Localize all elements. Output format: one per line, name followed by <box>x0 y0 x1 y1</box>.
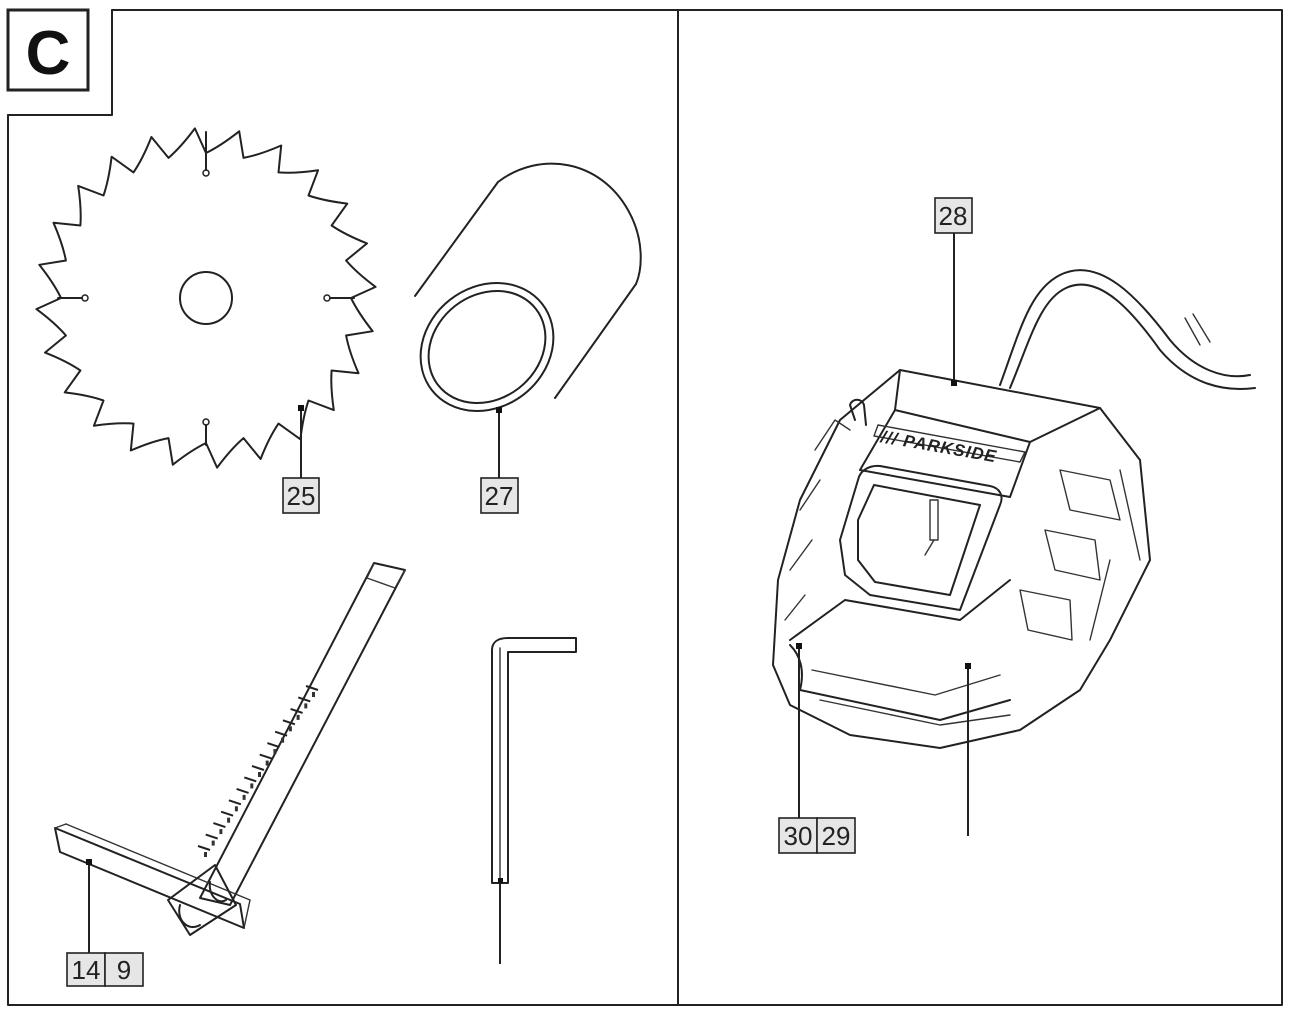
scale-mark <box>211 840 215 846</box>
scale-mark <box>304 703 308 709</box>
scale-tick <box>243 776 257 783</box>
scale-tick <box>259 753 273 760</box>
label-adapter-sleeve: 27 <box>480 477 519 514</box>
scale-tick <box>228 799 242 806</box>
svg-text:30: 30 <box>784 821 813 851</box>
label-parallel-guide-a: 14 <box>66 952 106 987</box>
scale-mark <box>242 794 246 800</box>
frame <box>7 9 1283 1006</box>
svg-text:28: 28 <box>939 201 968 231</box>
label-saw-blade: 25 <box>282 477 320 514</box>
adapter-sleeve-drawing <box>414 162 642 412</box>
saw-blade-drawing <box>35 127 377 469</box>
section-label: C <box>26 19 71 88</box>
scale-mark <box>281 737 285 743</box>
charger-drawing: /// PARKSIDE <box>772 269 1256 749</box>
scale-mark <box>204 852 207 857</box>
scale-tick <box>282 719 296 726</box>
label-charger-left-indicator: 30 <box>778 817 818 854</box>
scale-mark <box>219 829 223 835</box>
scale-mark <box>312 692 315 697</box>
scale-tick <box>274 730 288 737</box>
scale-mark <box>296 714 300 720</box>
scale-tick <box>213 822 226 829</box>
scale-tick <box>290 707 303 714</box>
svg-text:29: 29 <box>822 821 851 851</box>
svg-text:25: 25 <box>287 481 316 511</box>
allen-key-drawing <box>491 637 577 884</box>
scale-mark <box>227 817 231 823</box>
label-charger-right-indicator: 29 <box>816 817 856 854</box>
scale-tick <box>197 845 211 851</box>
scale-mark <box>234 806 238 812</box>
section-badge: C <box>6 8 90 92</box>
scale-mark <box>273 749 277 755</box>
label-parallel-guide-b: 9 <box>104 952 144 987</box>
scale-mark <box>258 772 261 777</box>
scale-mark <box>250 783 254 789</box>
scale-tick <box>205 833 219 840</box>
svg-text:27: 27 <box>485 481 514 511</box>
label-charger: 28 <box>934 197 973 234</box>
svg-text:14: 14 <box>72 955 101 985</box>
scale-tick <box>297 696 311 703</box>
scale-tick <box>305 685 319 691</box>
charger-brand: /// PARKSIDE <box>878 427 998 466</box>
scale-tick <box>236 787 249 794</box>
scale-tick <box>267 742 280 749</box>
scale-tick <box>220 810 234 817</box>
scale-tick <box>251 765 265 771</box>
parallel-guide-drawing <box>54 562 406 936</box>
scale-mark <box>288 726 292 732</box>
scale-mark <box>265 760 269 766</box>
svg-text:9: 9 <box>117 955 131 985</box>
